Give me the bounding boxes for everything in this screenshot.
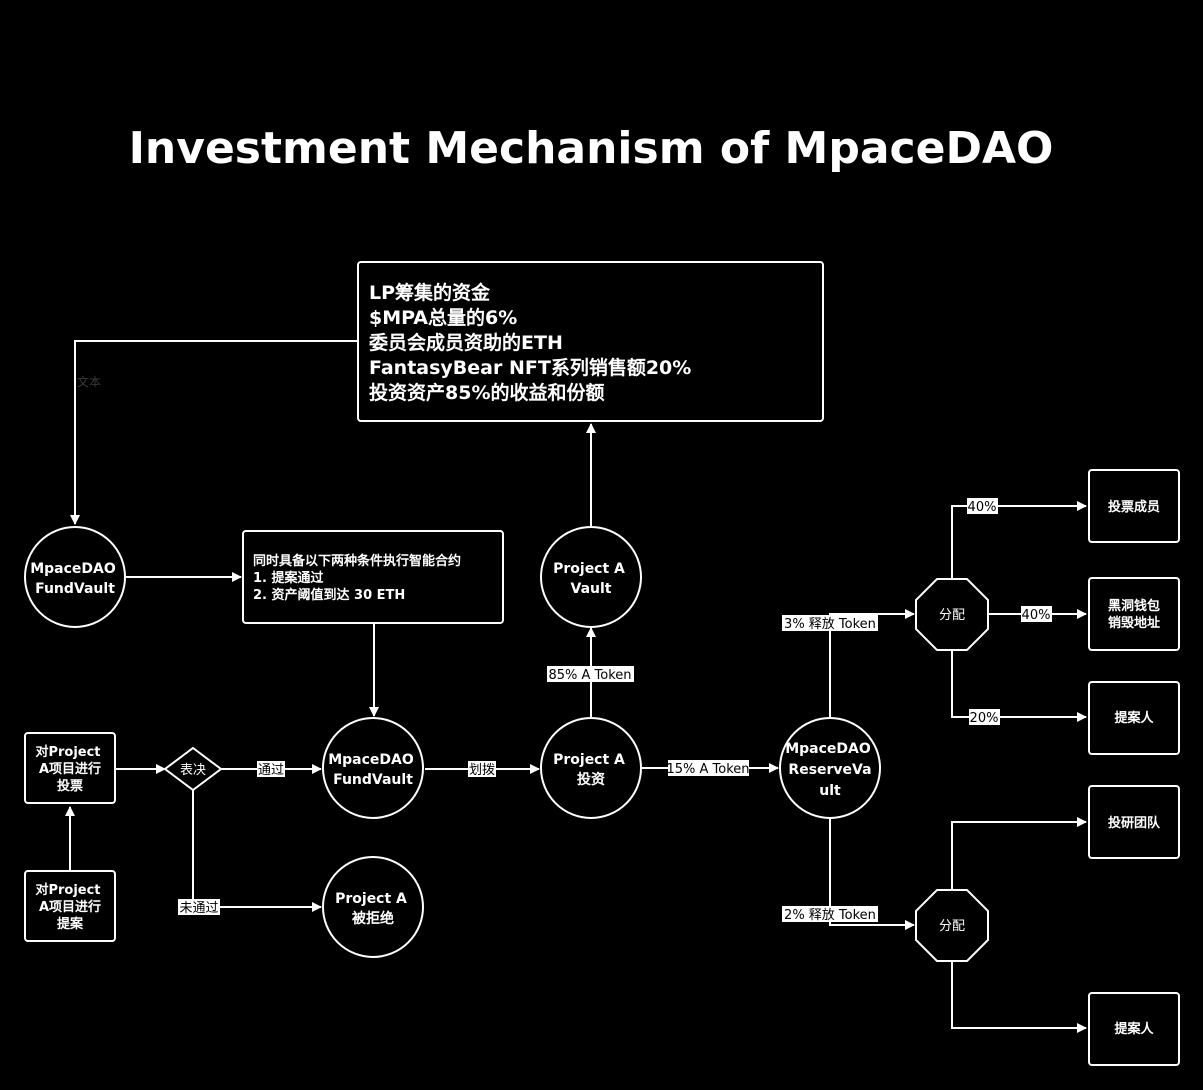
- fundvault-mid-node: MpaceDAO FundVault: [322, 717, 424, 819]
- reserve-vault-node: MpaceDAO ReserveVa ult: [779, 717, 881, 819]
- edge-funding-to-fundvault: [70, 340, 358, 525]
- funding-line-1: LP筹集的资金: [369, 281, 491, 304]
- funding-line-2: $MPA总量的6%: [369, 306, 517, 329]
- proposer-bottom-box: 提案人: [1088, 992, 1180, 1066]
- node-label: 销毁地址: [1108, 615, 1160, 631]
- blackhole-wallet-box: 黑洞钱包 销毁地址: [1088, 577, 1180, 651]
- edge-distribute-to-research: [951, 817, 1087, 890]
- page-title: Investment Mechanism of MpaceDAO: [129, 123, 1054, 174]
- node-label: 提案人: [1114, 1021, 1154, 1037]
- edge-distribute-to-voters: [951, 501, 1087, 579]
- vote-box: 对Project A项目进行 投票: [24, 732, 116, 804]
- edge-reserve-to-distribute-bottom: [829, 818, 915, 930]
- node-label: Project A: [335, 891, 407, 907]
- node-label: 对Project: [35, 882, 100, 898]
- node-label: 投票成员: [1108, 499, 1160, 515]
- voting-members-box: 投票成员: [1088, 469, 1180, 543]
- node-label: 提案人: [1114, 710, 1154, 726]
- node-label: MpaceDAO: [30, 561, 116, 577]
- node-label: Vault: [571, 581, 612, 597]
- edge-label-40-voters: 40%: [968, 500, 997, 515]
- edge-label-text: 文本: [77, 374, 101, 389]
- fundvault-top-node: MpaceDAO FundVault: [24, 526, 126, 628]
- edge-label-20-proposer: 20%: [970, 711, 999, 726]
- node-label: ult: [819, 783, 841, 799]
- funding-line-5: 投资资产85%的收益和份额: [369, 381, 604, 404]
- node-label: 投资: [577, 771, 605, 788]
- edge-label-release-2: 2% 释放 Token: [784, 908, 876, 923]
- distribute-top-octagon: 分配: [915, 578, 989, 651]
- node-label: 对Project: [35, 744, 100, 760]
- proposer-top-box: 提案人: [1088, 681, 1180, 755]
- edge-reserve-to-distribute-top: [829, 609, 915, 717]
- node-label: 投票: [57, 778, 83, 794]
- smart-contract-condition-box: 同时具备以下两种条件执行智能合约 1. 提案通过 2. 资产阈值到达 30 ET…: [242, 530, 504, 624]
- edge-distribute-to-proposer-bottom: [951, 961, 1087, 1033]
- edge-label-pass: 通过: [258, 763, 284, 778]
- condition-line-3: 2. 资产阈值到达 30 ETH: [253, 587, 405, 603]
- project-rejected-node: Project A 被拒绝: [322, 856, 424, 958]
- node-label: A项目进行: [39, 899, 101, 915]
- node-label: 分配: [939, 608, 965, 623]
- node-label: 黑洞钱包: [1108, 598, 1160, 614]
- project-vault-node: Project A Vault: [540, 526, 642, 628]
- edge-label-40-blackhole: 40%: [1022, 608, 1051, 623]
- node-label: 提案: [57, 916, 84, 932]
- node-label: ReserveVa: [788, 762, 871, 778]
- edge-label-85-token: 85% A Token: [548, 668, 631, 683]
- node-label: A项目进行: [39, 761, 101, 777]
- condition-line-2: 1. 提案通过: [253, 570, 324, 586]
- edge-label-release-3: 3% 释放 Token: [784, 617, 876, 632]
- project-invest-node: Project A 投资: [540, 717, 642, 819]
- edge-distribute-to-proposer: [951, 650, 1087, 722]
- research-team-box: 投研团队: [1088, 785, 1180, 859]
- node-label: MpaceDAO: [785, 741, 871, 757]
- node-label: Project A: [553, 561, 625, 577]
- proposal-box: 对Project A项目进行 提案: [24, 870, 116, 942]
- node-label: 投研团队: [1108, 815, 1161, 831]
- node-label: 分配: [939, 919, 965, 934]
- node-label: MpaceDAO: [328, 752, 414, 768]
- edge-label-allocate: 划拨: [469, 763, 495, 778]
- node-label: FundVault: [333, 772, 413, 788]
- node-label: 被拒绝: [352, 910, 394, 927]
- edge-label-15-token: 15% A Token: [666, 762, 749, 777]
- funding-line-3: 委员会成员资助的ETH: [368, 331, 563, 354]
- node-label: FundVault: [35, 581, 115, 597]
- decision-diamond: 表决: [163, 746, 223, 792]
- node-label: 表决: [180, 763, 206, 778]
- edge-decision-fail: [192, 790, 322, 912]
- node-label: Project A: [553, 752, 625, 768]
- distribute-bottom-octagon: 分配: [915, 889, 989, 962]
- funding-line-4: FantasyBear NFT系列销售额20%: [369, 356, 691, 379]
- condition-line-1: 同时具备以下两种条件执行智能合约: [253, 553, 461, 569]
- edge-label-fail: 未通过: [179, 901, 218, 916]
- funding-sources-box: LP筹集的资金 $MPA总量的6% 委员会成员资助的ETH FantasyBea…: [357, 261, 824, 422]
